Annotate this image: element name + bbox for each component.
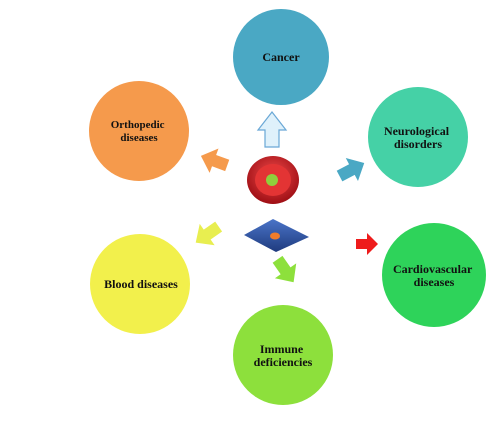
node-cardiovascular-line-2: diseases	[414, 275, 455, 289]
arrow-to-immune	[272, 255, 297, 283]
node-neurological-line-2: disorders	[394, 137, 442, 151]
arrow-to-orthopedic	[200, 148, 230, 173]
center-cell-nucleus	[266, 174, 278, 186]
node-blood-circle	[90, 234, 190, 334]
center-diamond	[244, 219, 309, 252]
node-cardiovascular-line-1: Cardiovascular	[393, 262, 473, 276]
node-cancer-line-1: Cancer	[262, 50, 300, 64]
node-neurological-line-1: Neurological	[384, 124, 450, 138]
arrow-to-blood	[195, 221, 223, 246]
node-orthopedic-line-2: diseases	[120, 132, 158, 144]
arrow-to-cardiovascular	[356, 233, 378, 255]
node-cancer-label: Cancer	[262, 50, 300, 64]
center-cell	[247, 156, 299, 204]
node-blood-label: Blood diseases	[104, 277, 178, 291]
node-orthopedic-circle	[89, 81, 189, 181]
node-immune-line-1: Immune	[260, 342, 304, 356]
arrow-to-cancer	[256, 111, 288, 148]
node-neurological-label: Neurological disorders	[384, 124, 452, 151]
node-orthopedic: Orthopedic diseases	[89, 81, 189, 181]
node-cardiovascular-label: Cardiovascular diseases	[393, 262, 475, 289]
node-neurological: Neurological disorders	[368, 87, 468, 187]
node-cardiovascular: Cardiovascular diseases	[382, 223, 486, 327]
node-blood: Blood diseases	[90, 234, 190, 334]
node-orthopedic-line-1: Orthopedic	[111, 119, 165, 131]
node-blood-line-1: Blood diseases	[104, 277, 178, 291]
center-diamond-dot	[270, 232, 280, 240]
node-cancer: Cancer	[233, 9, 329, 105]
node-immune-line-2: deficiencies	[254, 355, 313, 369]
node-immune: Immune deficiencies	[233, 305, 333, 405]
node-orthopedic-label: Orthopedic diseases	[111, 119, 168, 144]
node-immune-circle	[233, 305, 333, 405]
node-cancer-circle	[233, 9, 329, 105]
node-immune-label: Immune deficiencies	[254, 342, 313, 369]
arrow-to-neurological	[336, 158, 365, 182]
node-neurological-circle	[368, 87, 468, 187]
node-cardiovascular-circle	[382, 223, 486, 327]
